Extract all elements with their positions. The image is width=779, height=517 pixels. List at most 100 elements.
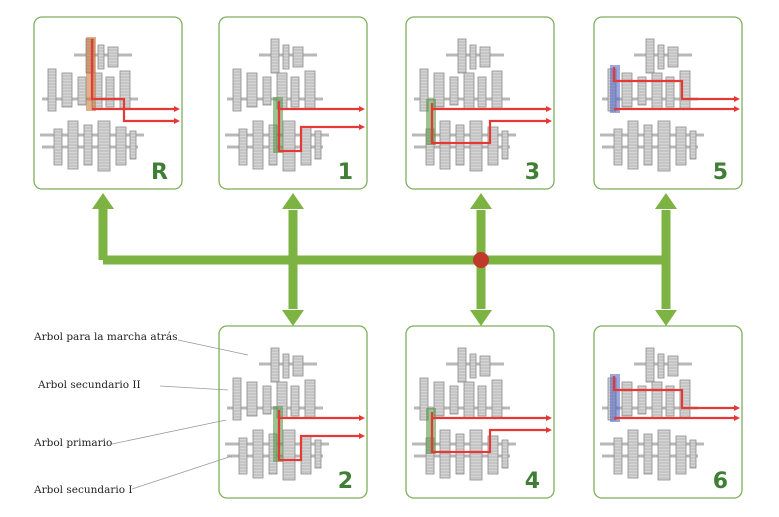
gear-panel-r: R xyxy=(33,16,183,190)
shaft-labels: Arbol para la marcha atrás Arbol secunda… xyxy=(33,331,249,496)
flow-arrow-icon xyxy=(734,415,740,421)
gear xyxy=(667,355,679,377)
gear xyxy=(246,72,258,108)
gear xyxy=(314,130,322,160)
gear-panel-5: 5 xyxy=(593,16,743,190)
gear xyxy=(667,46,679,68)
gear xyxy=(479,355,491,377)
gear xyxy=(292,355,304,377)
gear xyxy=(282,429,296,481)
gear-number-label: 6 xyxy=(713,469,728,494)
gear xyxy=(469,429,483,481)
power-flow-path xyxy=(430,103,546,145)
gear xyxy=(657,429,671,481)
power-flow-path xyxy=(612,67,734,111)
gear-panel-6: 6 xyxy=(593,325,743,499)
flow-arrow-icon xyxy=(359,415,365,421)
gear xyxy=(83,124,93,166)
arrow-head-icon xyxy=(470,193,492,209)
gear-number-label: 2 xyxy=(338,469,353,494)
flow-arrow-icon xyxy=(359,124,365,130)
flow-arrow-icon xyxy=(734,106,740,112)
flow-arrow-icon xyxy=(359,106,365,112)
flow-arrow-icon xyxy=(546,415,552,421)
flow-arrow-icon xyxy=(174,106,180,112)
gear-panels: R 1 3 5 2 4 6 xyxy=(33,16,743,499)
gear-number-label: R xyxy=(151,160,168,185)
arrow-head-icon xyxy=(470,310,492,326)
gear-panel-1: 1 xyxy=(218,16,368,190)
power-flow-path xyxy=(90,39,174,123)
gear xyxy=(300,435,312,475)
arrow-head-icon xyxy=(655,310,677,326)
gear xyxy=(501,130,509,160)
gear xyxy=(479,46,491,68)
gear xyxy=(455,124,465,166)
gear xyxy=(97,120,111,172)
arrow-head-icon xyxy=(655,193,677,209)
gear-panel-4: 4 xyxy=(405,325,555,499)
gear-number-label: 5 xyxy=(713,160,728,185)
arrow-head-icon xyxy=(282,193,304,209)
power-flow-path xyxy=(277,410,359,462)
flow-arrow-icon xyxy=(546,427,552,433)
gear xyxy=(270,347,280,383)
gear xyxy=(449,76,459,106)
shift-selector xyxy=(610,374,620,422)
gear xyxy=(689,439,697,469)
gear xyxy=(487,126,499,166)
gear xyxy=(643,433,653,475)
flow-arrow-icon xyxy=(734,96,740,102)
gear xyxy=(262,385,272,415)
arrow-head-icon xyxy=(282,310,304,326)
gear xyxy=(645,38,655,74)
leader-secondary-shaft-1 xyxy=(131,455,233,490)
leader-secondary-shaft-2 xyxy=(159,385,229,391)
gear xyxy=(246,381,258,417)
gear-number-label: 3 xyxy=(525,160,540,185)
gear xyxy=(487,435,499,475)
gear xyxy=(115,126,127,166)
gear xyxy=(433,381,445,417)
label-secondary-shaft-2: Arbol secundario II xyxy=(37,379,141,391)
gear-panel-3: 3 xyxy=(405,16,555,190)
flow-arrow-icon xyxy=(359,433,365,439)
shift-selector xyxy=(610,65,620,113)
flow-arrow-icon xyxy=(546,106,552,112)
gear xyxy=(689,130,697,160)
gear xyxy=(637,385,647,415)
gear-panel-2: 2 xyxy=(218,325,368,499)
power-flow-path xyxy=(277,101,359,153)
gear xyxy=(433,72,445,108)
flow-arrow-icon xyxy=(734,405,740,411)
gear xyxy=(657,120,671,172)
label-secondary-shaft-1: Arbol secundario I xyxy=(33,484,133,496)
gear xyxy=(457,38,467,74)
gear xyxy=(314,439,322,469)
gear xyxy=(491,70,503,110)
gear xyxy=(449,385,459,415)
hub-dot-icon xyxy=(473,252,489,268)
gear-number-label: 1 xyxy=(338,160,353,185)
gear xyxy=(262,76,272,106)
gear xyxy=(469,120,483,172)
gear xyxy=(270,38,280,74)
gear xyxy=(645,347,655,383)
leader-reverse-shaft xyxy=(177,339,249,356)
leader-primary-shaft xyxy=(111,419,227,445)
gear xyxy=(282,120,296,172)
gear xyxy=(637,76,647,106)
gear xyxy=(129,130,137,160)
gear xyxy=(491,379,503,419)
gear xyxy=(300,126,312,166)
gear xyxy=(107,46,119,68)
gear xyxy=(675,126,687,166)
gear xyxy=(455,433,465,475)
gear xyxy=(643,124,653,166)
gear xyxy=(304,379,316,419)
gear xyxy=(61,72,73,108)
gear xyxy=(292,46,304,68)
flow-arrow-icon xyxy=(174,118,180,124)
label-primary-shaft: Arbol primario xyxy=(33,437,112,449)
